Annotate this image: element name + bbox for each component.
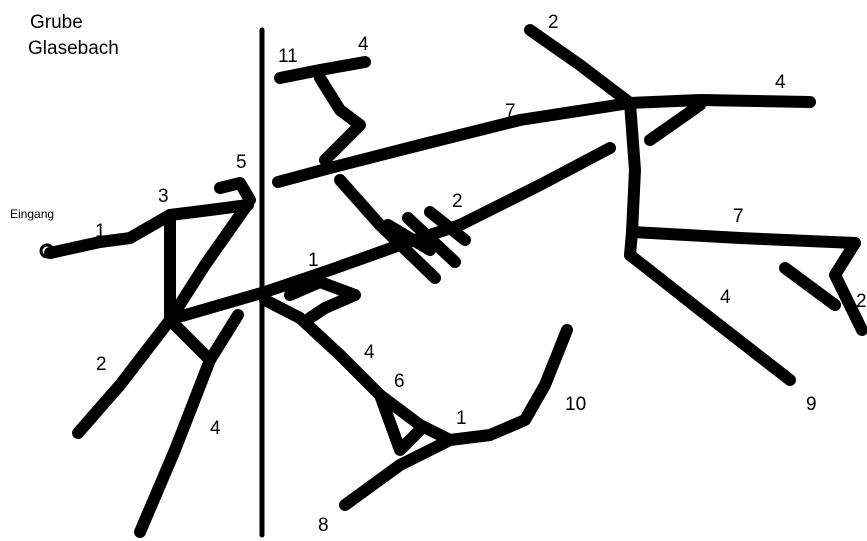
tunnel-branch-10 [444, 324, 573, 446]
label-tunnel-4-left: 4 [210, 418, 221, 439]
tunnel-branch-9 [624, 249, 796, 386]
map-title-line2: Glasebach [28, 38, 119, 59]
label-tunnel-1-entrance: 1 [95, 221, 106, 242]
label-tunnel-10: 10 [565, 394, 586, 415]
tunnel-7-lower [626, 226, 861, 249]
label-tunnel-1-center: 1 [308, 250, 319, 271]
label-tunnel-5: 5 [236, 152, 247, 173]
map-title-line1: Grube [30, 12, 83, 33]
tunnel-spur-right [644, 99, 706, 146]
tunnel-branch-4-left [134, 309, 244, 538]
label-tunnel-2-center: 2 [452, 191, 463, 212]
entrance-label: Eingang [10, 207, 54, 221]
tunnel-branch-2-top [524, 24, 636, 109]
label-tunnel-11: 11 [278, 46, 298, 67]
label-tunnel-6: 6 [394, 371, 405, 392]
label-tunnel-2-right: 2 [856, 291, 867, 312]
tunnel-bar-1 [402, 212, 461, 268]
label-tunnel-3: 3 [158, 186, 169, 207]
tunnel-entrance-main [44, 199, 254, 259]
tunnel-branch-8 [339, 434, 456, 511]
label-tunnel-2-left: 2 [96, 354, 107, 375]
label-tunnel-4-center: 4 [364, 342, 375, 363]
tunnel-labels: 1 3 5 11 4 2 7 4 2 1 7 4 2 9 2 4 4 6 1 1… [95, 12, 867, 536]
tunnel-branch-11 [274, 56, 371, 166]
tunnel-loop-1 [284, 276, 361, 324]
tunnel-stub-right [779, 262, 841, 311]
label-tunnel-9: 9 [806, 394, 817, 415]
label-tunnel-7-lower: 7 [733, 206, 744, 227]
tunnel-network [44, 24, 867, 538]
tunnel-bar-3 [382, 219, 436, 256]
tunnel-right-vertical [624, 97, 641, 261]
label-tunnel-1-lower: 1 [456, 408, 467, 429]
tunnel-triangle-6 [374, 389, 426, 456]
tunnel-hook-5 [214, 177, 256, 206]
label-tunnel-4-top: 4 [358, 34, 369, 55]
tunnel-crossing-2 [334, 174, 441, 284]
tunnel-main-7-upper [272, 94, 816, 188]
tunnel-connector-lower [164, 314, 216, 366]
label-tunnel-7-upper: 7 [505, 101, 516, 122]
label-tunnel-2-top: 2 [548, 12, 559, 33]
tunnel-bar-2 [424, 206, 471, 246]
label-tunnel-8: 8 [318, 515, 329, 536]
tunnel-branch-2-right [829, 237, 867, 336]
tunnel-lower-diagonal [259, 294, 456, 446]
label-tunnel-4-upper-right: 4 [775, 72, 786, 93]
label-tunnel-4-right: 4 [720, 287, 731, 308]
